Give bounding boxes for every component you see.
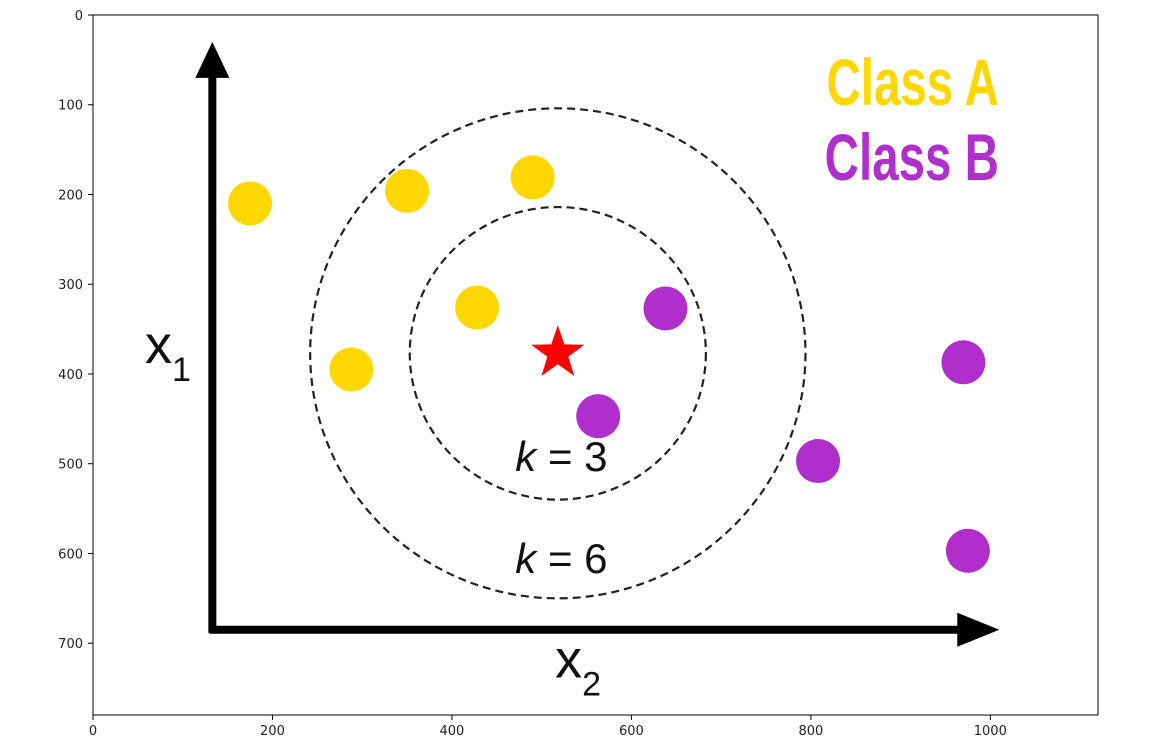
vertical-axis-arrowhead bbox=[195, 41, 230, 78]
y-tick-label: 100 bbox=[58, 99, 83, 114]
horizontal-axis-arrowhead bbox=[957, 612, 1000, 647]
x-axis-ticks: 0 200 400 600 800 1000 bbox=[89, 715, 1007, 739]
k-label: k = 3 bbox=[515, 433, 607, 480]
plot-frame bbox=[92, 14, 1099, 716]
k-value: = 3 bbox=[536, 433, 607, 480]
class-a-point bbox=[510, 155, 555, 200]
y-tick-label: 0 bbox=[75, 9, 83, 24]
x-tick-label: 400 bbox=[440, 724, 465, 739]
y-tick-label: 200 bbox=[58, 188, 83, 203]
neighborhood-circle bbox=[408, 205, 707, 501]
k-symbol: k bbox=[515, 433, 538, 480]
data-points bbox=[228, 155, 990, 573]
query-point bbox=[531, 325, 585, 376]
x-tick-label: 0 bbox=[89, 724, 97, 739]
class-a-point bbox=[455, 285, 500, 330]
feature-axes bbox=[195, 41, 1000, 647]
y-tick-label: 700 bbox=[58, 637, 83, 652]
k-symbol: k bbox=[515, 535, 538, 582]
axis-var-subscript: 1 bbox=[172, 351, 191, 389]
axis-var-subscript: 2 bbox=[582, 665, 601, 703]
legend-entry-class-a: Class A bbox=[826, 46, 999, 119]
neighborhood-circle bbox=[309, 107, 807, 600]
x-tick-label: 1000 bbox=[974, 724, 1007, 739]
y-tick-label: 600 bbox=[58, 547, 83, 562]
x-tick-label: 800 bbox=[798, 724, 823, 739]
class-b-point bbox=[576, 394, 621, 439]
horizontal-axis-variable: x2 bbox=[555, 629, 601, 703]
x-tick-label: 600 bbox=[619, 724, 644, 739]
axis-var-main: x bbox=[555, 629, 582, 689]
y-tick-label: 400 bbox=[58, 368, 83, 383]
y-axis-ticks: 0 100 200 300 400 500 600 700 bbox=[58, 9, 93, 652]
x-tick-label: 200 bbox=[260, 724, 285, 739]
vertical-axis-variable: x1 bbox=[145, 315, 191, 389]
class-b-point bbox=[796, 439, 841, 484]
neighborhood-circles bbox=[309, 107, 807, 600]
class-a-point bbox=[385, 168, 430, 213]
class-b-point bbox=[643, 286, 688, 331]
class-b-point bbox=[941, 340, 986, 385]
k-label: k = 6 bbox=[515, 535, 607, 582]
class-b-point bbox=[945, 528, 990, 573]
k-value: = 6 bbox=[536, 535, 607, 582]
y-tick-label: 300 bbox=[58, 278, 83, 293]
y-tick-label: 500 bbox=[58, 458, 83, 473]
query-star bbox=[531, 325, 585, 376]
class-a-point bbox=[228, 181, 273, 226]
axis-var-main: x bbox=[145, 315, 172, 375]
k-labels: k = 3k = 6 bbox=[515, 433, 607, 582]
class-a-point bbox=[329, 347, 374, 392]
legend-entry-class-b: Class B bbox=[825, 121, 999, 194]
